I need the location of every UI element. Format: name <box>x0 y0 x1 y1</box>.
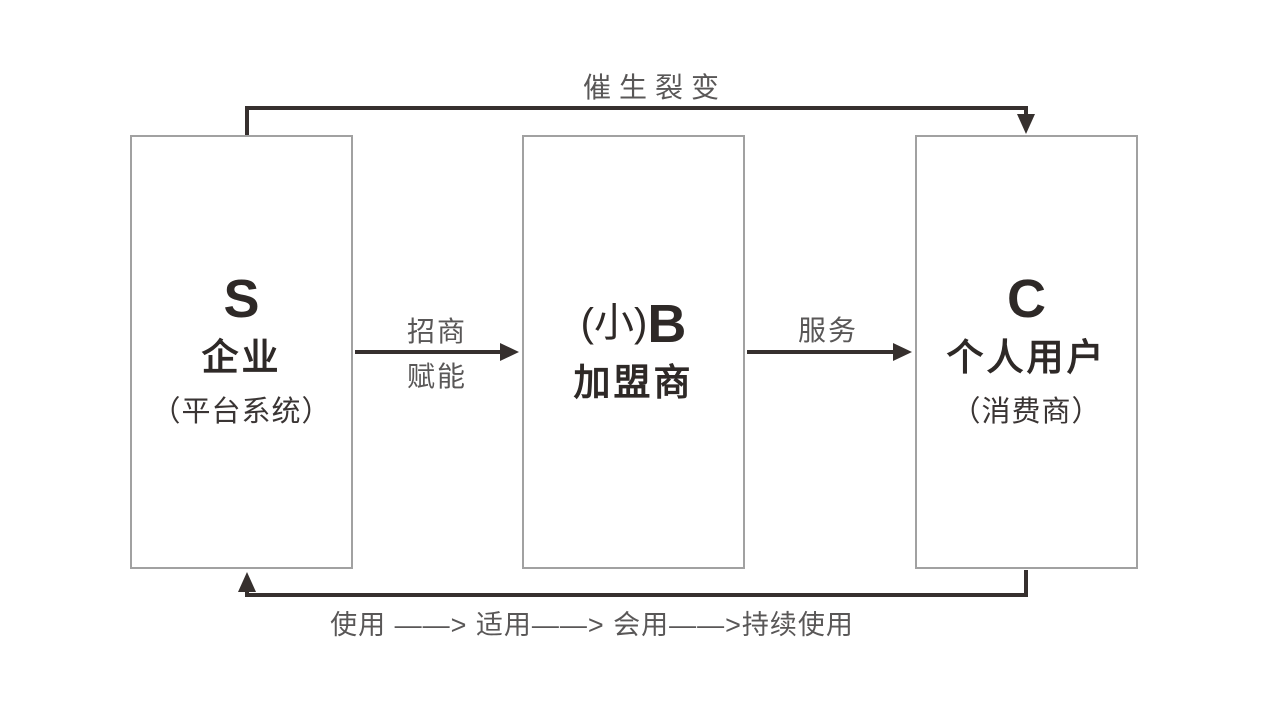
b-to-c-label: 服务 <box>797 315 859 346</box>
node-b-letter-main: B <box>647 293 687 354</box>
s-to-b-label-top: 招商 <box>406 316 468 347</box>
node-b-franchisee: (小)B 加盟商 <box>522 135 745 569</box>
node-s-enterprise: S 企业 （平台系统） <box>130 135 353 569</box>
top-flow-label: 催生裂变 <box>582 72 728 103</box>
arrow-bottom-usage <box>238 570 1028 597</box>
node-s-subtitle: （平台系统） <box>151 396 332 429</box>
s-to-b-label-bottom: 赋能 <box>406 361 468 392</box>
node-c-letter: C <box>1007 268 1046 329</box>
node-c-subtitle: （消费商） <box>951 396 1102 429</box>
node-c-consumer: C 个人用户 （消费商） <box>915 135 1138 569</box>
node-b-letter: (小)B <box>580 293 687 354</box>
bottom-flow-label: 使用 ——> 适用——> 会用——>持续使用 <box>330 610 854 640</box>
arrow-top-fission <box>245 106 1035 136</box>
node-s-letter: S <box>223 268 260 329</box>
node-s-name: 企业 <box>201 337 282 379</box>
node-b-name: 加盟商 <box>573 362 694 404</box>
node-c-name: 个人用户 <box>946 337 1107 379</box>
node-b-letter-prefix: (小) <box>580 300 648 345</box>
